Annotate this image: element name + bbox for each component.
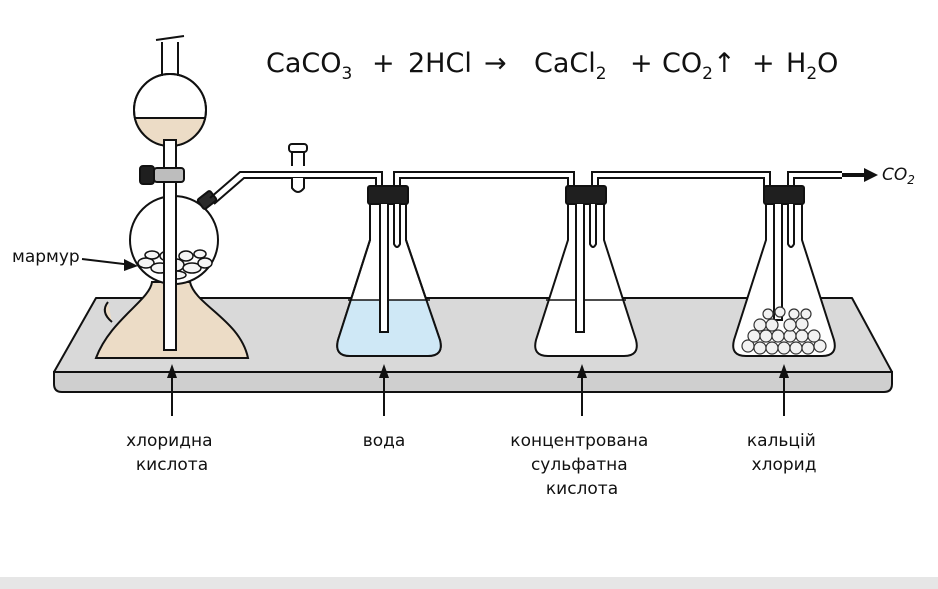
calcium-chloride-granules (741, 306, 827, 355)
gas-arrow-icon: ↑ (713, 48, 736, 79)
gas-tubing (209, 143, 842, 205)
label-sulfuric-acid: концентрована сульфатна кислота (510, 431, 653, 499)
label-water: вода (363, 431, 406, 451)
product-h2o: H (786, 48, 806, 79)
plus-sign: + (372, 48, 395, 79)
co2-outlet-arrow: CO2 (842, 165, 915, 187)
lab-table (53, 297, 893, 393)
reactant-hcl: 2HCl (408, 48, 472, 79)
flask-calcium-chloride (732, 185, 836, 357)
plus-sign: + (752, 48, 775, 79)
outlet-label: CO2 (882, 165, 915, 187)
flask-water (336, 185, 442, 357)
stopper (565, 185, 607, 205)
label-pointers (81, 258, 789, 416)
reaction-arrow: → (484, 48, 507, 79)
reaction-equation: CaCO3 + 2HCl → CaCl2 + CO2↑ + H2O (266, 48, 838, 86)
reservoir-tubulus (103, 301, 113, 323)
bottom-band (0, 577, 938, 589)
funnel-tube (163, 139, 177, 351)
label-marble: мармур (12, 247, 80, 267)
label-hydrochloric-acid: хлоридна кислота (126, 431, 218, 475)
stopcock (153, 167, 185, 183)
product-cacl2: CaCl (534, 48, 596, 79)
product-co2: CO (662, 48, 702, 79)
label-calcium-chloride: кальцій хлорид (747, 431, 821, 475)
stopper (367, 185, 409, 205)
stopper (763, 185, 805, 205)
flask-sulfuric-acid (534, 185, 638, 357)
kipp-apparatus (94, 35, 250, 359)
plus-sign: + (630, 48, 653, 79)
reactant-caco3: CaCO (266, 48, 342, 79)
